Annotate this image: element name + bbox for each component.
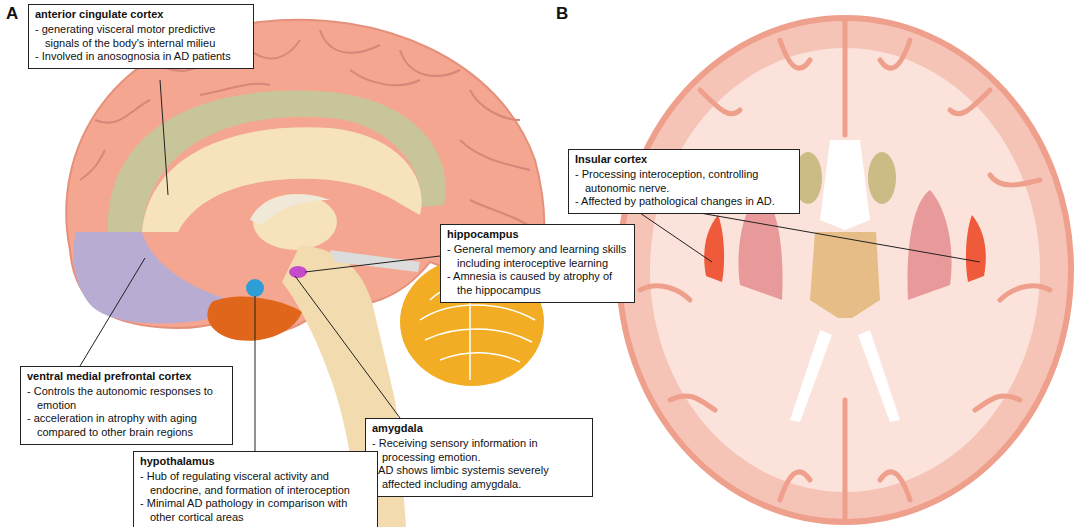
bullet-text: - acceleration in atrophy with aging com… [27, 412, 226, 440]
fornix [250, 194, 330, 225]
axial-sulci [640, 22, 1050, 518]
thalamus-axial [810, 232, 880, 318]
callout-box: hypothalamus- Hub of regulating visceral… [133, 451, 378, 527]
leader-lines-b [640, 213, 980, 262]
region-heading: Insular cortex [575, 153, 793, 167]
midbrain-band [330, 250, 420, 272]
panel-label: A [6, 4, 18, 24]
hypothalamus-region [246, 279, 264, 297]
region-heading: ventral medial prefrontal cortex [27, 370, 226, 384]
region-heading: hippocampus [447, 228, 628, 242]
bullet-text: - Affected by pathological changes in AD… [575, 195, 793, 209]
bullet-text: - generating visceral motor predictive s… [35, 23, 247, 51]
region-heading: hypothalamus [140, 455, 371, 469]
callout-box: Insular cortex- Processing interoception… [568, 149, 800, 214]
callout-box: ventral medial prefrontal cortex- Contro… [20, 366, 233, 445]
callout-box: anterior cingulate cortex- generating vi… [28, 4, 254, 69]
insula-right [966, 215, 986, 282]
callout-box: amygdala- Receiving sensory information … [365, 418, 593, 497]
putamen-right [907, 190, 951, 300]
axial-cortex [619, 18, 1071, 522]
cingulate-band [108, 90, 446, 232]
bullet-text: - Processing interoception, controlling … [575, 168, 793, 196]
region-heading: anterior cingulate cortex [35, 8, 247, 22]
bullet-text: - Involved in anosognosia in AD patients [35, 50, 247, 64]
ventricles [820, 140, 870, 230]
bullet-text: - General memory and learning skills inc… [447, 243, 628, 271]
caudate-right [868, 152, 896, 204]
bullet-text: - Minimal AD pathology in comparison wit… [140, 497, 371, 525]
bullet-text: - Controls the autonomic responses to em… [27, 385, 226, 413]
ventricle-horns [790, 330, 900, 422]
hippocampus-region [289, 266, 307, 278]
region-heading: amygdala [372, 422, 586, 436]
bullet-text: - Amnesia is caused by atrophy of the hi… [447, 270, 628, 298]
bullet-text: - AD shows limbic systemis severely affe… [372, 464, 586, 492]
insula-left [704, 215, 724, 282]
panel-label: B [556, 4, 568, 24]
bullet-text: - Hub of regulating visceral activity an… [140, 470, 371, 498]
callout-box: hippocampus- General memory and learning… [440, 224, 635, 303]
bullet-text: - Receiving sensory information in proce… [372, 437, 586, 465]
